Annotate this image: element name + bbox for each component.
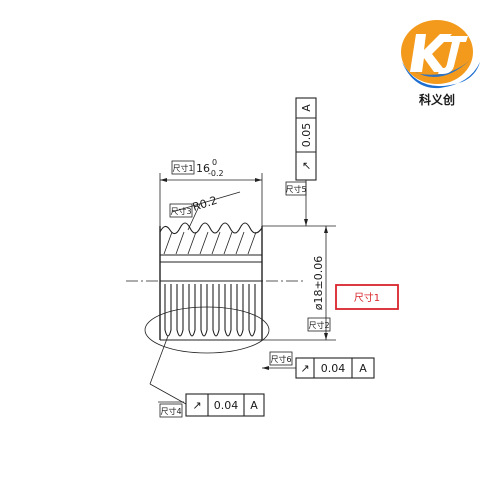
bottom-fcf-symbol: ↗ [192,399,201,412]
radius-tag: 尺寸3 [170,206,191,216]
length-upper-tol: 0 [212,158,217,167]
radius-value: R0.2 [191,194,219,214]
bottom-fcf-tolerance: 0.04 [214,399,239,412]
length-lower-tol: -0.2 [208,169,224,178]
top-fcf-tag: 尺寸5 [285,184,306,194]
length-nominal: 16 [196,162,210,175]
radius-dimension: 尺寸3 R0.2 [169,191,241,231]
runout-frame-right: ↗ 0.04 A 尺寸6 [262,351,375,379]
runout-frame-top: ↗ 0.05 A 尺寸5 [285,97,317,226]
diameter-dimension: ø18±0.06 尺寸2 [262,225,336,341]
thread-callout-ellipse [144,306,270,354]
right-fcf-tolerance: 0.04 [321,362,346,375]
highlight-label: 尺寸1 [354,291,380,304]
runout-frame-bottom: ↗ 0.04 A 尺寸4 [149,335,265,418]
top-fcf-tolerance: 0.05 [300,123,313,148]
bottom-fcf-datum: A [250,399,258,412]
length-dimension: 尺寸1 16 0 -0.2 [159,158,263,226]
highlight-callout: 尺寸1 [335,284,399,310]
company-logo [401,20,480,89]
diameter-tag: 尺寸2 [308,320,329,330]
right-fcf-tag: 尺寸6 [270,354,291,364]
top-fcf-symbol: ↗ [300,161,313,170]
company-name: 科义创 [419,92,455,107]
length-tag: 尺寸1 [172,163,193,173]
right-fcf-datum: A [359,362,367,375]
right-fcf-symbol: ↗ [300,362,309,375]
bottom-fcf-tag: 尺寸4 [160,406,181,416]
thread-insert-part [159,222,263,341]
diameter-value: ø18±0.06 [312,256,325,310]
top-fcf-datum: A [300,104,313,112]
